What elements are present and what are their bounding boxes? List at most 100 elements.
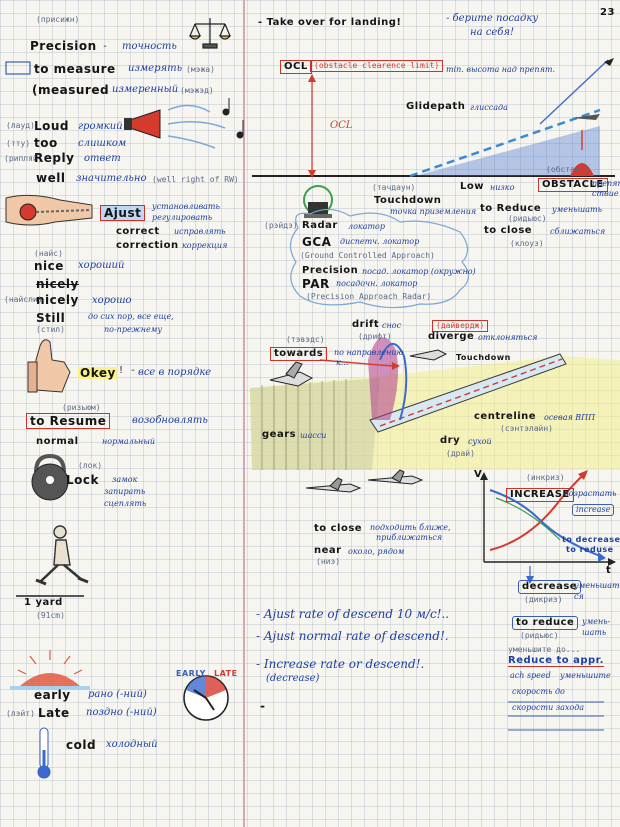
decrease-translation-2: ся: [574, 592, 584, 601]
to-reduce-translation-1: умень-: [582, 617, 611, 626]
towards-word: towards: [270, 347, 328, 361]
to-measure-translation: измерять: [128, 63, 183, 74]
ajust-word: Ajust: [100, 205, 146, 221]
to-close-translation-1: подходить ближе,: [370, 523, 451, 532]
centreline-word: centreline: [474, 411, 537, 422]
measured-translation: измеренный: [112, 84, 179, 95]
clock-icon: [183, 675, 229, 721]
header-russian-1: - берите посадку: [446, 13, 539, 24]
diverge-translation: отклоняться: [478, 333, 538, 342]
ocl-label: OCL: [280, 60, 312, 74]
still-transcription: (стил): [36, 325, 65, 334]
nicely-word: nicely: [36, 293, 79, 307]
dry-translation: сухой: [468, 437, 492, 446]
measured-word: (measured: [32, 83, 110, 97]
velocity-time-graph: [480, 470, 616, 584]
correction-translation: коррекция: [182, 241, 228, 250]
increase-word: INCREASE: [506, 488, 574, 502]
centreline-translation: осевая ВПП: [544, 413, 596, 422]
page-number: 23: [600, 7, 615, 18]
touchdown-translation: точка приземления: [390, 207, 477, 216]
reduce-approach-line-4: скорость до: [512, 687, 565, 696]
phrase-2: - Ajust normal rate of descend!.: [256, 629, 449, 643]
measured-transcription: (мэжэд): [180, 86, 214, 95]
touchdown-runway-label: Touchdown: [456, 353, 511, 362]
dry-transcription: (драй): [446, 449, 475, 458]
gca-translation: диспетч. локатор: [340, 237, 420, 246]
correction-word: correction: [116, 240, 179, 251]
late-word: Late: [38, 706, 70, 720]
resume-word: to Resume: [26, 413, 111, 429]
header-russian-2: на себя!: [470, 27, 514, 38]
to-decrease-label: to decrease: [562, 535, 620, 544]
radar-translation: локатор: [348, 222, 385, 231]
reduce-approach-word: Reduce to appr.: [508, 655, 604, 667]
lock-transcription: (лок): [78, 461, 103, 470]
radar-word: Radar: [302, 220, 338, 231]
megaphone-icon: [124, 104, 226, 149]
towards-translation-2: к...: [336, 358, 349, 367]
obstacle-translation-2: ствие: [592, 189, 619, 198]
cold-translation: холодный: [106, 739, 158, 750]
scales-icon: [188, 18, 232, 49]
precision-transcription: (присижн): [36, 15, 80, 24]
nice-word: nice: [34, 259, 64, 273]
loud-transcription: (лауд): [6, 121, 35, 130]
to-reduce-word: to reduce: [512, 616, 579, 630]
well-word: well: [36, 171, 66, 185]
to-reduce-transcription: (ридьюс): [520, 631, 559, 640]
walking-man-icon: [35, 525, 89, 586]
loud-translation: громкий: [78, 121, 123, 132]
early-translation: рано (-ний): [88, 689, 147, 700]
thermometer-icon: [37, 727, 51, 779]
ajust-translation-2: регулировать: [152, 213, 213, 222]
ocl-translation: min. высота над препят.: [446, 65, 555, 74]
near-transcription: (ниэ): [316, 557, 341, 566]
runway-scene: [250, 337, 620, 470]
resume-translation: возобновлять: [132, 415, 208, 426]
to-close-translation-2: приближаться: [376, 533, 443, 542]
precision-word: Precision: [30, 39, 97, 53]
header-english: - Take over for landing!: [258, 17, 402, 28]
reduce-approach-line-3: уменьшите: [560, 671, 611, 680]
diverge-transcription: (дайвердж): [432, 320, 489, 332]
drift-translation: снос: [382, 321, 402, 330]
radar-transcription: (рэйдэ): [264, 221, 298, 230]
reduce-translation: уменьшать: [552, 205, 602, 214]
precision-radar-word: Precision: [302, 265, 359, 276]
two-jets-icon: [305, 469, 424, 493]
diverge-word: diverge: [428, 331, 475, 342]
trailing-dash: -: [260, 699, 266, 713]
nice-translation: хороший: [78, 260, 125, 271]
to-reduce-translation-2: шать: [582, 628, 607, 637]
radar-cloud-outline: [289, 208, 470, 309]
yard-cm: (91cm): [36, 611, 65, 620]
to-measure-transcription: (мэжа): [186, 65, 215, 74]
decrease-transcription: (дикриз): [524, 595, 563, 604]
reduce-approach-line-5: скорости захода: [512, 703, 585, 712]
glidepath-translation: глиссада: [470, 103, 508, 112]
clock-late-label: LATE: [214, 669, 238, 678]
par-full: (Precision Approach Radar): [306, 292, 432, 301]
par-word: PAR: [302, 277, 330, 291]
well-translation: значительно: [76, 173, 147, 184]
ajust-translation-1: установливать: [152, 202, 220, 211]
centreline-transcription: (сэнтэлайн): [500, 424, 553, 433]
precision-translation: точность: [122, 41, 177, 52]
phrase-3-alt: (decrease): [266, 673, 320, 684]
reply-translation: ответ: [84, 153, 121, 164]
near-translation: около, рядом: [348, 547, 405, 556]
precision-radar-translation: посад. локатор (окружно): [362, 267, 476, 276]
towards-translation-1: по направлению: [334, 348, 404, 357]
reduce-word: to Reduce: [480, 203, 542, 214]
too-translation: слишком: [78, 138, 127, 149]
too-word: too: [34, 136, 58, 150]
normal-word: normal: [36, 436, 79, 447]
reduce-approach-line-2: ach speed: [510, 671, 551, 680]
loud-word: Loud: [34, 119, 70, 133]
gca-full: (Ground Controlled Approach): [300, 251, 435, 260]
decrease-translation-1: уменьшать-: [574, 581, 620, 590]
padlock-icon: [31, 453, 69, 501]
clock-early-label: EARLY: [176, 669, 206, 678]
well-note: (well right of RW): [152, 175, 239, 184]
